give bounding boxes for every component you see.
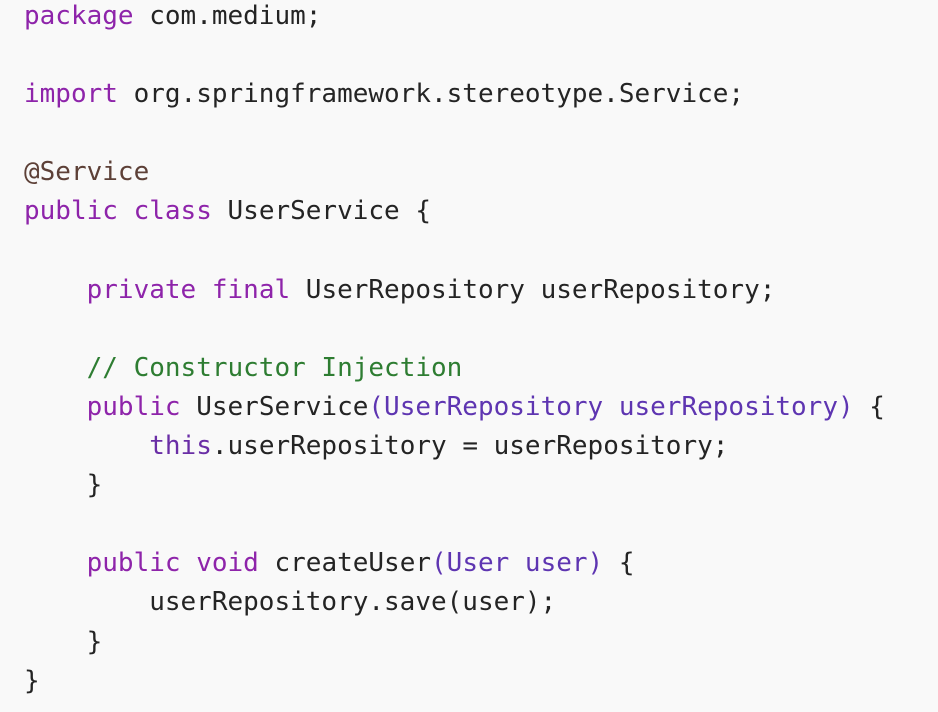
code-token-kw: package — [24, 1, 134, 31]
code-token-kw: import — [24, 79, 118, 110]
code-token-kw: final — [211, 274, 291, 305]
code-token-kw: class — [133, 196, 212, 227]
code-token-txt: userRepository.save(user); — [24, 587, 557, 618]
code-token-txt: } — [24, 470, 103, 501]
code-line: ​ — [24, 232, 938, 271]
code-token-ann: @Service — [24, 157, 150, 188]
code-token-txt — [24, 275, 87, 305]
code-line: public class UserService { — [24, 192, 938, 231]
code-token-txt: UserService — [180, 391, 369, 422]
code-text: package com.medium;​import org.springfra… — [24, 0, 938, 701]
code-line: } — [24, 662, 938, 701]
code-token-txt — [24, 431, 149, 461]
code-token-kw2: this — [149, 431, 212, 462]
code-line: // Constructor Injection — [24, 349, 938, 388]
code-line: public UserService(UserRepository userRe… — [24, 388, 938, 427]
code-line: import org.springframework.stereotype.Se… — [24, 75, 938, 114]
code-line: ​ — [24, 114, 938, 153]
code-token-txt: { — [853, 391, 885, 422]
code-line: } — [24, 466, 938, 505]
code-line: } — [24, 623, 938, 662]
code-token-txt — [118, 196, 134, 226]
code-line: userRepository.save(user); — [24, 583, 938, 622]
code-token-txt — [181, 548, 197, 578]
code-token-txt: { — [603, 548, 635, 579]
code-token-txt: .userRepository = userRepository; — [211, 431, 729, 462]
code-token-txt: UserService { — [211, 196, 432, 227]
code-line: private final UserRepository userReposit… — [24, 271, 938, 310]
code-token-txt — [196, 275, 212, 305]
code-token-txt — [24, 353, 87, 383]
code-token-kw: private — [86, 274, 197, 305]
code-token-txt: } — [24, 626, 103, 657]
code-line: ​ — [24, 505, 938, 544]
code-token-txt: org.springframework.stereotype.Service; — [117, 79, 745, 110]
code-token-txt: com.medium; — [133, 1, 322, 31]
code-token-txt: UserRepository userRepository; — [290, 274, 776, 305]
code-token-kw: public — [86, 548, 181, 579]
code-line: public void createUser(User user) { — [24, 544, 938, 583]
code-line: package com.medium; — [24, 0, 938, 36]
code-token-kw: public — [86, 391, 181, 422]
code-token-txt — [24, 548, 87, 578]
code-line: ​ — [24, 310, 938, 349]
code-token-param: (UserRepository userRepository) — [368, 391, 854, 422]
code-token-kw: public — [24, 196, 118, 227]
code-token-param: (User user) — [431, 548, 604, 579]
code-token-txt — [24, 392, 87, 422]
code-line: @Service — [24, 153, 938, 192]
code-token-txt: createUser — [258, 548, 432, 579]
code-token-kw: void — [196, 548, 259, 579]
code-token-cm: // Constructor Injection — [86, 352, 463, 383]
code-token-txt: } — [24, 665, 40, 696]
code-line: this.userRepository = userRepository; — [24, 427, 938, 466]
code-line: ​ — [24, 36, 938, 75]
